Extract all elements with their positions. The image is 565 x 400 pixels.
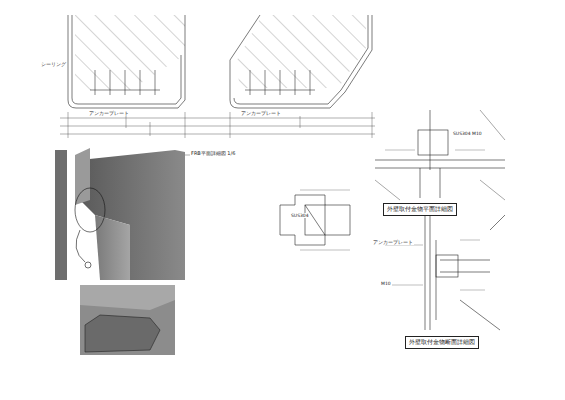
- view-title: 外壁取付金物平面詳細図: [387, 205, 453, 214]
- part-label: アンカープレート: [240, 111, 282, 116]
- part-label: M10: [380, 281, 392, 286]
- drawing-title: FRB平面詳細図 1/6: [190, 150, 236, 156]
- title-box: 外壁取付金物平面詳細図: [383, 203, 457, 216]
- part-label: シーリング: [40, 62, 67, 67]
- part-label: SUS304 M10: [452, 131, 483, 136]
- view-title: 外壁取付金物断面詳細図: [409, 338, 475, 347]
- title-box: 外壁取付金物断面詳細図: [405, 336, 479, 349]
- part-label: アンカープレート: [372, 240, 414, 245]
- part-label: アンカープレート: [88, 111, 130, 116]
- part-label: SUS304: [290, 213, 310, 218]
